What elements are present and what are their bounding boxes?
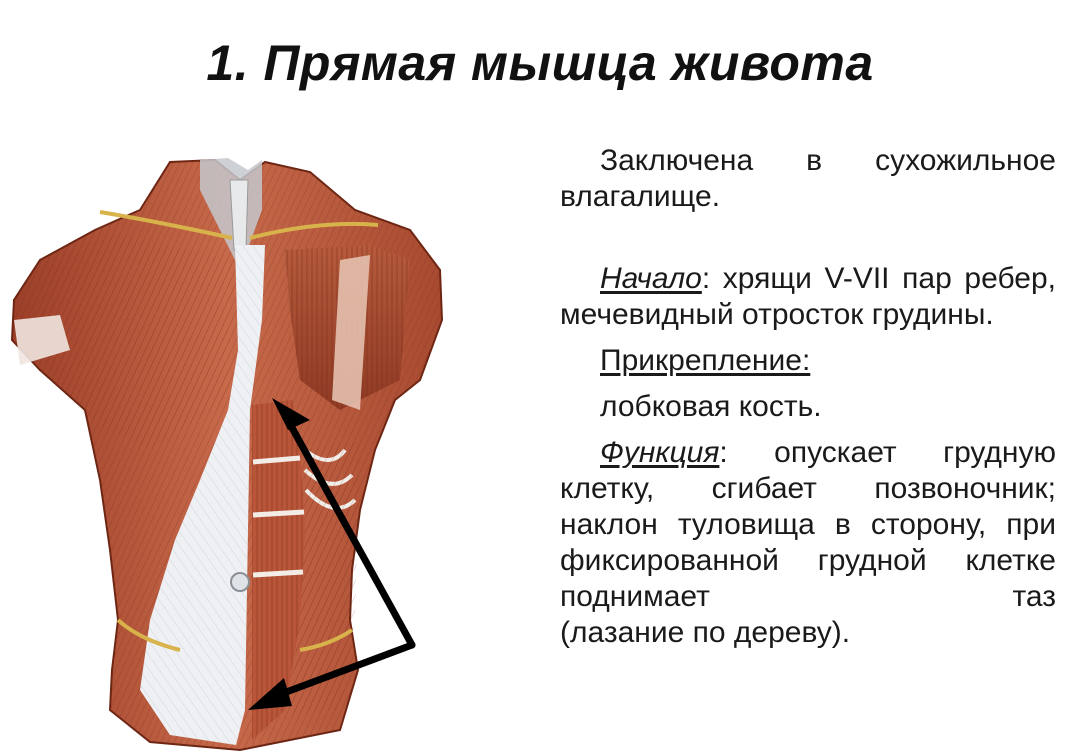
function-paragraph: Функция: опускает грудную клетку, сгибае… — [560, 435, 1056, 615]
origin-label: Начало — [600, 262, 702, 295]
function-label: Функция — [600, 436, 720, 469]
intro-paragraph: Заключена в сухожильное влагалище. — [560, 144, 1056, 213]
origin-paragraph: Начало: хрящи V-VII пар ребер, мечевидны… — [560, 261, 1056, 333]
torso-anatomy-drawing — [10, 158, 444, 752]
description-text-block: Заключена в сухожильное влагалище. Начал… — [560, 143, 1056, 651]
slide-title: 1. Прямая мышца живота — [206, 35, 874, 91]
function-last-line: (лазание по дереву). — [560, 616, 851, 649]
torso-muscle-illustration — [0, 150, 470, 753]
attachment-label: Прикрепление: — [600, 344, 811, 377]
function-text: : опускает грудную клетку, сгибает позво… — [560, 436, 1056, 613]
pointer-arrows — [261, 411, 416, 704]
attachment-heading: Прикрепление: — [560, 343, 1056, 379]
attachment-text: лобковая кость. — [600, 390, 822, 423]
origin-text: : хрящи V-VII пар ребер, мечевидный отро… — [560, 262, 1056, 331]
